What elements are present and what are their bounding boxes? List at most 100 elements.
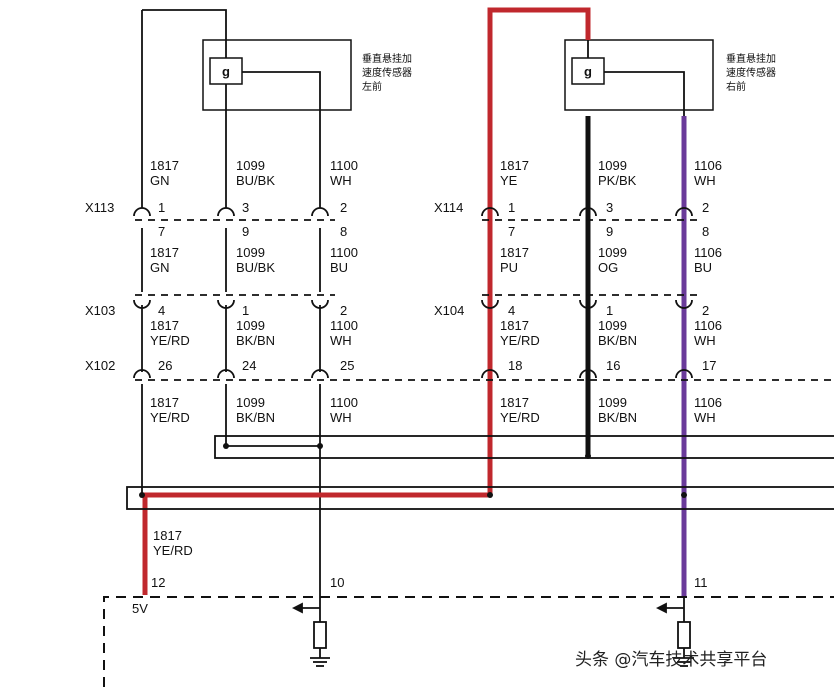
svg-text:BU: BU	[330, 260, 348, 275]
svg-text:1099: 1099	[236, 395, 265, 410]
svg-text:1: 1	[508, 200, 515, 215]
svg-text:1817: 1817	[500, 245, 529, 260]
svg-text:1: 1	[158, 200, 165, 215]
svg-text:WH: WH	[330, 333, 352, 348]
svg-text:1817: 1817	[153, 528, 182, 543]
svg-text:OG: OG	[598, 260, 618, 275]
svg-text:1099: 1099	[236, 158, 265, 173]
svg-text:YE/RD: YE/RD	[153, 543, 193, 558]
svg-text:1106: 1106	[694, 395, 722, 410]
left-labels: 1817 GN 1099 BU/BK 1100 WH X113 1 3 2 7 …	[85, 158, 358, 425]
sensor-label-line3: 右前	[726, 80, 746, 93]
svg-text:YE/RD: YE/RD	[150, 410, 190, 425]
connector-label: X114	[434, 200, 463, 215]
svg-text:4: 4	[508, 303, 515, 318]
svg-text:3: 3	[606, 200, 613, 215]
svg-text:10: 10	[330, 575, 344, 590]
svg-text:7: 7	[158, 224, 165, 239]
svg-text:2: 2	[340, 200, 347, 215]
right-labels: 1817 YE 1099 PK/BK 1106 WH X114 1 3 2 7 …	[434, 158, 722, 425]
svg-text:BU/BK: BU/BK	[236, 173, 275, 188]
svg-text:PK/BK: PK/BK	[598, 173, 637, 188]
svg-text:1106: 1106	[694, 318, 722, 333]
svg-text:1100: 1100	[330, 318, 358, 333]
svg-text:BK/BN: BK/BN	[598, 333, 637, 348]
left-wires	[141, 9, 321, 610]
svg-text:1099: 1099	[236, 318, 265, 333]
svg-text:GN: GN	[150, 260, 170, 275]
svg-text:24: 24	[242, 358, 256, 373]
left-sensor: g 垂直悬挂加 速度传感器 左前	[202, 39, 412, 111]
svg-text:PU: PU	[500, 260, 518, 275]
svg-text:1817: 1817	[150, 158, 179, 173]
sensor-symbol: g	[222, 64, 230, 79]
svg-text:1: 1	[606, 303, 613, 318]
svg-text:2: 2	[340, 303, 347, 318]
sensor-label-line3: 左前	[362, 80, 382, 93]
svg-text:1817: 1817	[150, 318, 179, 333]
svg-text:BK/BN: BK/BN	[598, 410, 637, 425]
sensor-label-line1: 垂直悬挂加	[726, 52, 776, 65]
svg-text:WH: WH	[694, 410, 716, 425]
svg-text:BU/BK: BU/BK	[236, 260, 275, 275]
svg-text:1106: 1106	[694, 158, 722, 173]
svg-text:1099: 1099	[598, 245, 627, 260]
svg-text:1817: 1817	[500, 395, 529, 410]
right-sensor: g 垂直悬挂加 速度传感器 右前	[564, 39, 776, 111]
splice-dots	[139, 443, 687, 498]
svg-text:8: 8	[340, 224, 347, 239]
svg-text:GN: GN	[150, 173, 170, 188]
watermark: 头条 @汽车技术共享平台	[575, 650, 767, 670]
svg-text:9: 9	[242, 224, 249, 239]
svg-text:1100: 1100	[330, 245, 358, 260]
connector-dividers	[135, 219, 834, 381]
svg-text:4: 4	[158, 303, 165, 318]
svg-text:1817: 1817	[500, 158, 529, 173]
svg-text:1106: 1106	[694, 245, 722, 260]
svg-text:1: 1	[242, 303, 249, 318]
svg-text:8: 8	[702, 224, 709, 239]
svg-text:1099: 1099	[598, 158, 627, 173]
svg-text:YE/RD: YE/RD	[150, 333, 190, 348]
connector-label: X102	[85, 358, 115, 373]
svg-text:BU: BU	[694, 260, 712, 275]
sensor-label-line2: 速度传感器	[726, 66, 776, 79]
svg-text:WH: WH	[694, 333, 716, 348]
svg-text:2: 2	[702, 200, 709, 215]
svg-text:17: 17	[702, 358, 716, 373]
sensor-label-line2: 速度传感器	[362, 66, 412, 79]
ground-symbols	[291, 598, 694, 667]
svg-text:26: 26	[158, 358, 172, 373]
module-labels: 1817 YE/RD 12 10 11 5V	[132, 528, 708, 616]
svg-text:7: 7	[508, 224, 515, 239]
svg-text:1099: 1099	[236, 245, 265, 260]
svg-text:1099: 1099	[598, 318, 627, 333]
svg-text:WH: WH	[330, 410, 352, 425]
supply-label: 5V	[132, 601, 148, 616]
svg-text:YE/RD: YE/RD	[500, 333, 540, 348]
svg-text:12: 12	[151, 575, 165, 590]
svg-text:WH: WH	[694, 173, 716, 188]
connector-label: X104	[434, 303, 464, 318]
svg-text:16: 16	[606, 358, 620, 373]
svg-text:BK/BN: BK/BN	[236, 410, 275, 425]
svg-text:1817: 1817	[500, 318, 529, 333]
svg-text:1099: 1099	[598, 395, 627, 410]
svg-text:1817: 1817	[150, 245, 179, 260]
svg-text:1817: 1817	[150, 395, 179, 410]
svg-text:1100: 1100	[330, 158, 358, 173]
svg-text:11: 11	[694, 575, 708, 590]
svg-text:9: 9	[606, 224, 613, 239]
svg-text:3: 3	[242, 200, 249, 215]
svg-text:1100: 1100	[330, 395, 358, 410]
svg-text:WH: WH	[330, 173, 352, 188]
svg-text:2: 2	[702, 303, 709, 318]
sensor-symbol: g	[584, 64, 592, 79]
connector-terminals	[133, 207, 693, 379]
connector-label: X103	[85, 303, 115, 318]
svg-text:18: 18	[508, 358, 522, 373]
connector-label: X113	[85, 200, 114, 215]
svg-text:YE/RD: YE/RD	[500, 410, 540, 425]
